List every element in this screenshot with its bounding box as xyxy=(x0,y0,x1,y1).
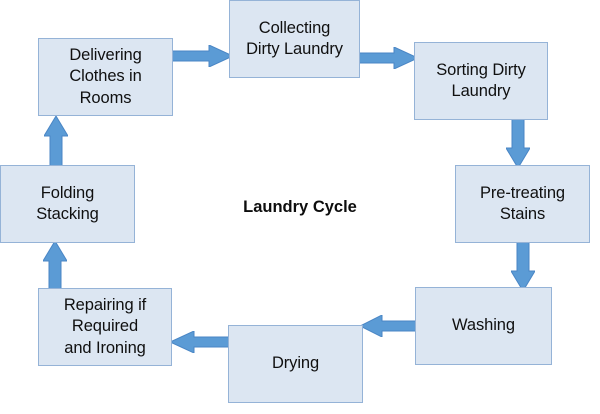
arrow-repairing-to-folding xyxy=(43,241,67,291)
node-washing[interactable]: Washing xyxy=(415,287,552,365)
arrow-collecting-to-sorting xyxy=(358,47,418,69)
arrow-pretreating-to-washing xyxy=(511,241,535,291)
node-label-washing: Washing xyxy=(452,316,515,335)
arrow-washing-to-drying xyxy=(360,315,418,337)
diagram-title: Laundry Cycle xyxy=(243,198,357,216)
arrow-delivering-to-collecting xyxy=(171,45,233,67)
arrow-drying-to-repairing xyxy=(170,331,230,353)
arrow-folding-to-delivering xyxy=(44,116,68,167)
node-drying[interactable]: Drying xyxy=(228,325,363,403)
arrow-sorting-to-pretreating xyxy=(506,118,530,168)
node-label-drying: Drying xyxy=(271,354,320,373)
